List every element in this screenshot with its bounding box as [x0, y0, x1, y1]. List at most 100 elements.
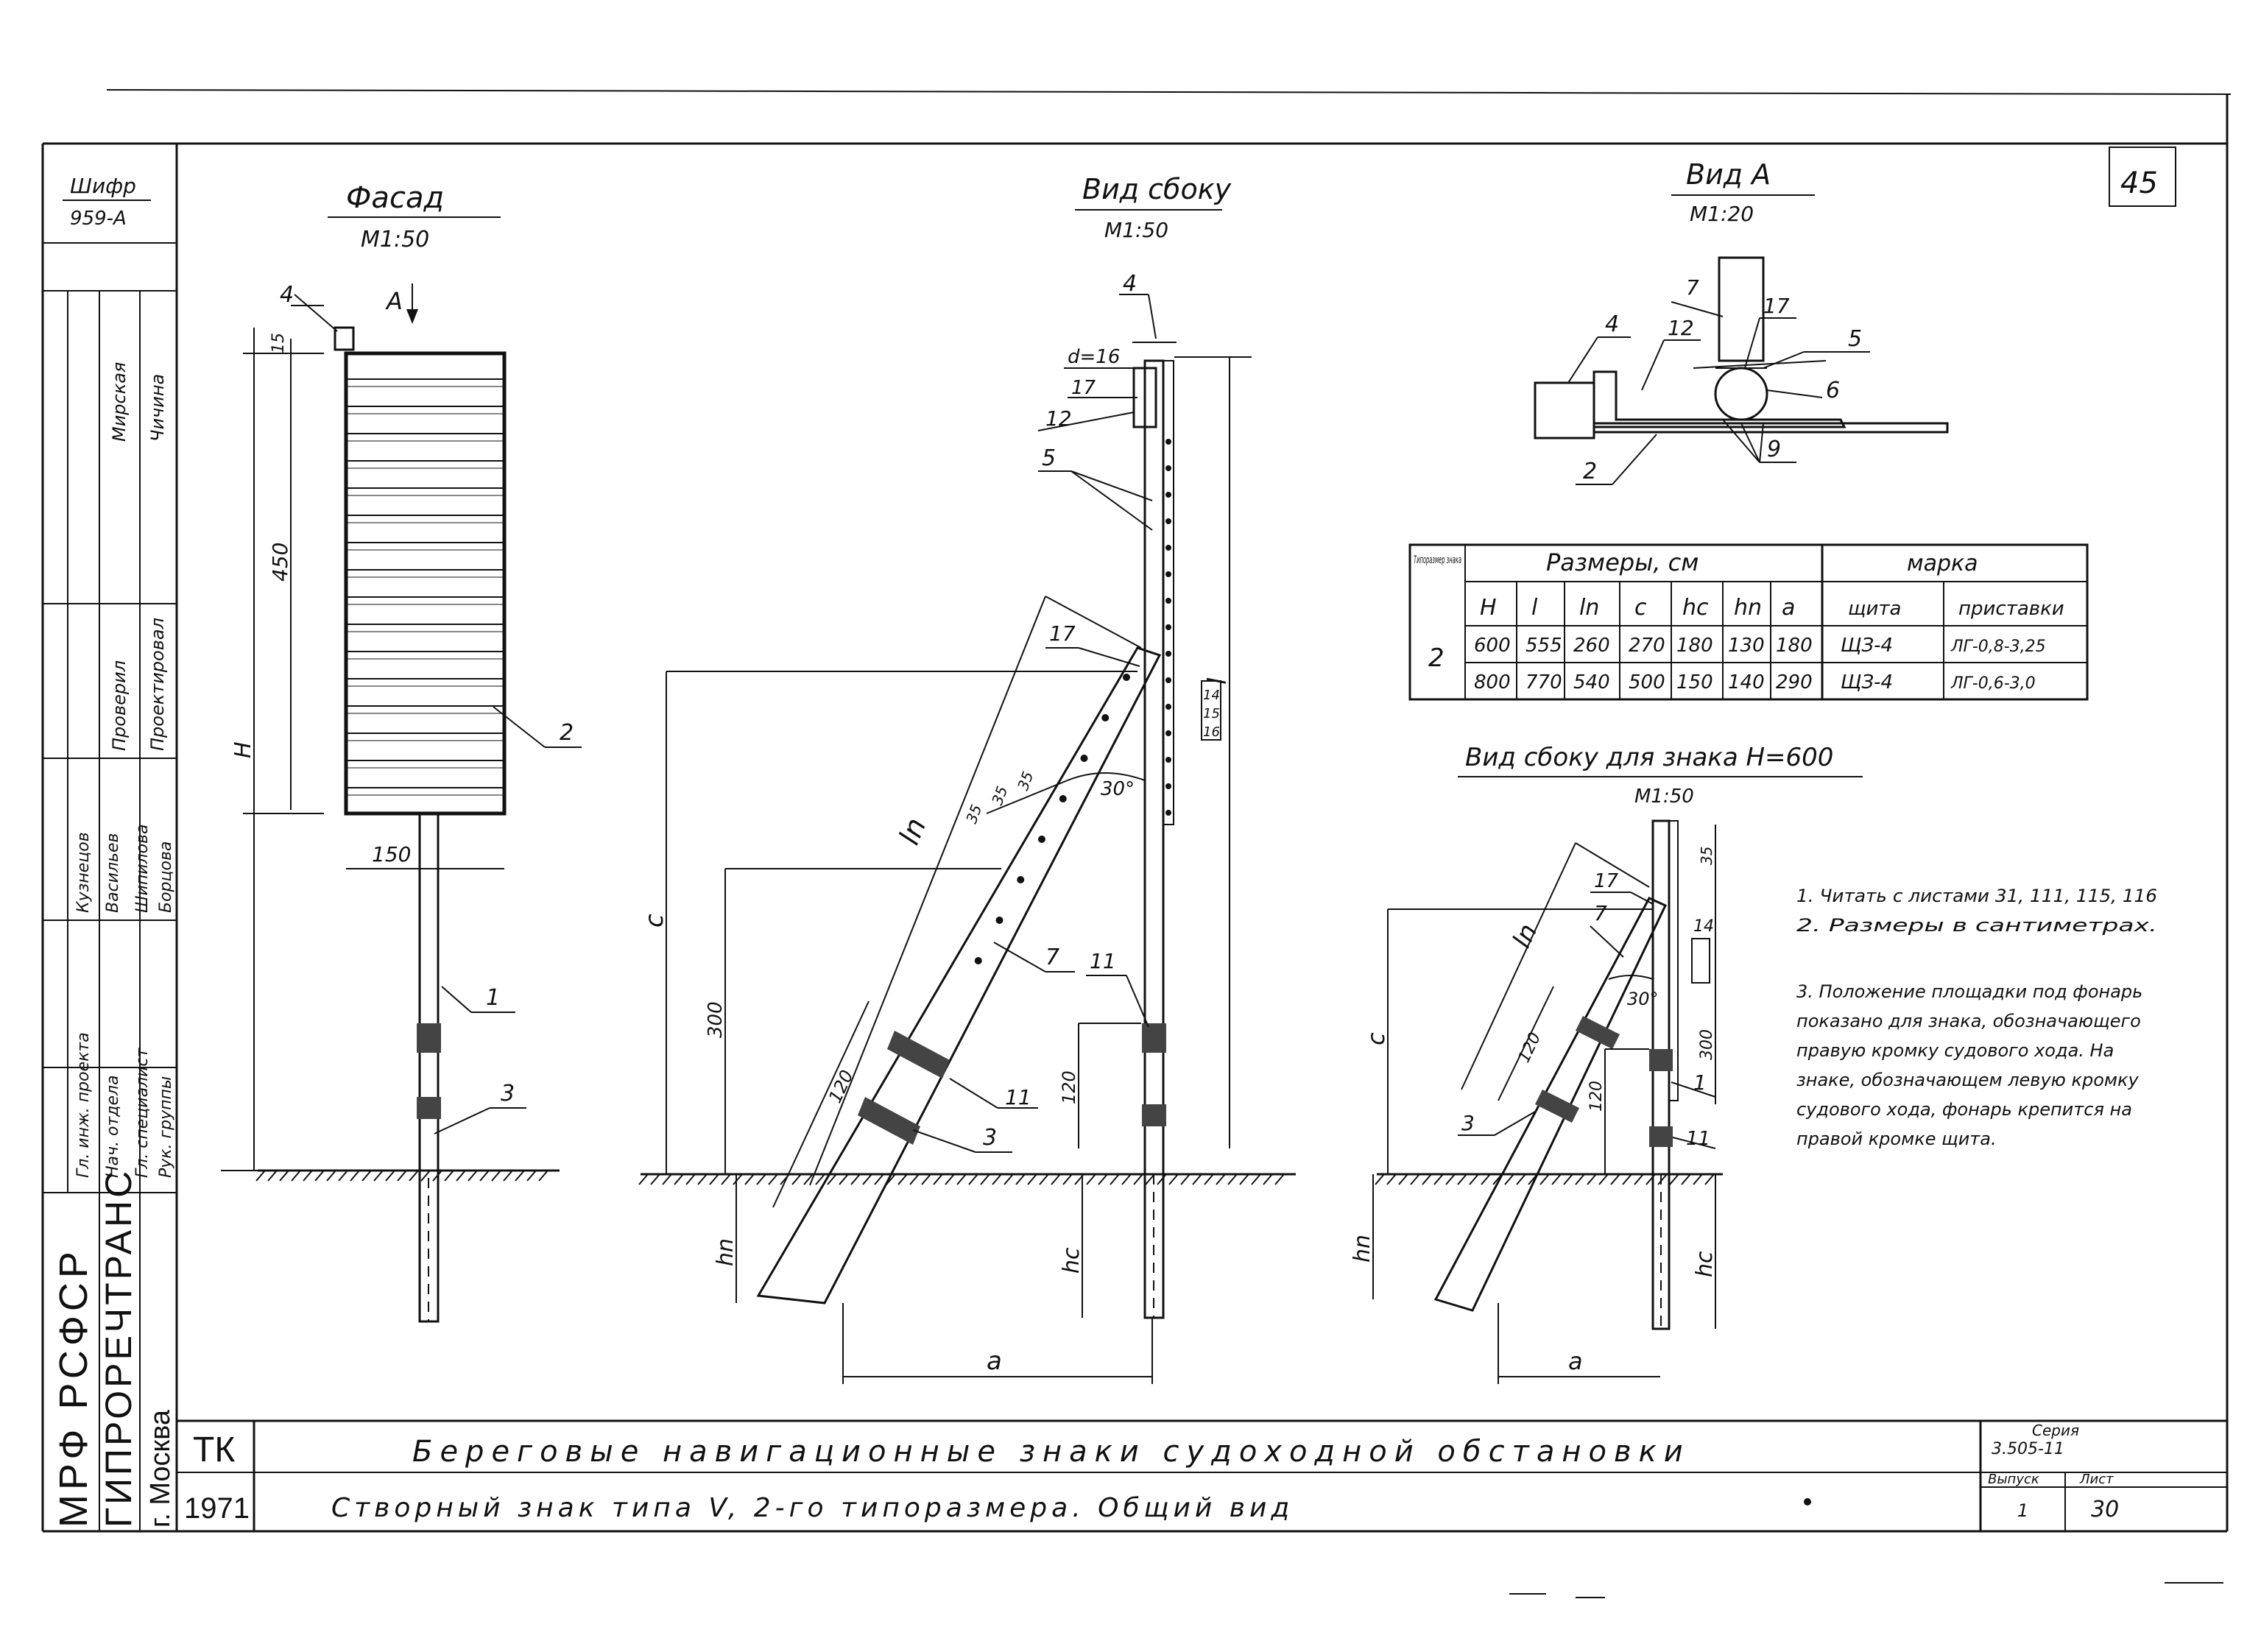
- block-year: 1971: [184, 1492, 250, 1525]
- table-col-mark-1: приставки: [1958, 598, 2064, 620]
- dim-ln: ln: [893, 813, 933, 850]
- org-line-3: г. Москва: [145, 1409, 176, 1528]
- sheet-frame: [41, 89, 2232, 1533]
- table-col-mark-0: щита: [1848, 598, 1901, 620]
- side-title: Вид сбоку: [1082, 173, 1232, 205]
- sig-role-2: Проектировал: [147, 618, 168, 751]
- dim-35c: 35: [1014, 769, 1037, 793]
- viewa-callout-12: 12: [1668, 316, 1694, 340]
- cipher-label: Шифр: [70, 174, 136, 198]
- facade-callout-4: 4: [280, 282, 294, 308]
- sig-role-3: Гл. инж. проекта: [74, 1032, 93, 1178]
- dim-450: 450: [268, 543, 292, 582]
- dim-120c: 120: [1515, 1030, 1545, 1066]
- org-line-2: ГИПРОРЕЧТРАНС: [98, 1168, 139, 1528]
- sig-name-2: Чичина: [147, 374, 168, 442]
- sheet-title-1: Береговые навигационные знаки судоходной…: [412, 1435, 1690, 1469]
- table-col-ln: ln: [1579, 595, 1599, 621]
- sig-name-4: Васильев: [104, 833, 122, 914]
- table-type-value: 2: [1428, 643, 1445, 673]
- facade-callout-1: 1: [486, 985, 500, 1011]
- sig-role-6: Рук. группы: [157, 1076, 175, 1178]
- viewa-callout-2: 2: [1583, 459, 1597, 484]
- dim-150: 150: [372, 842, 411, 866]
- side-callout-14: 14: [1203, 688, 1220, 703]
- table-cell-shield: ЩЗ-4: [1841, 635, 1893, 657]
- dim-c: c: [640, 914, 669, 928]
- table-col-a: a: [1782, 595, 1795, 621]
- series-label: Серия: [2032, 1422, 2079, 1439]
- side600-callout-1: 1: [1693, 1070, 1707, 1095]
- side600-callout-17: 17: [1594, 870, 1619, 892]
- table-head-type: Типоразмер знака: [1414, 554, 1461, 566]
- left-stamp: Шифр 959-А Проверил Мирская Проектировал…: [43, 174, 177, 1531]
- table-cell-shield: ЩЗ-4: [1841, 671, 1893, 693]
- table-head-mark: марка: [1907, 551, 1978, 576]
- dim-hc2: hc: [1692, 1251, 1718, 1277]
- dim-15: 15: [269, 333, 288, 353]
- cipher-value: 959-А: [70, 208, 127, 230]
- facade-view: Фасад М1:50 А 4 15 450 H 150 2: [221, 181, 582, 1323]
- dim-35: 35: [1698, 847, 1715, 865]
- facade-title: Фасад: [346, 181, 444, 215]
- table-cell-H: 600: [1474, 635, 1511, 657]
- sig-name-1: Мирская: [109, 362, 130, 442]
- dim-angle: 30°: [1101, 778, 1135, 800]
- dim-120d: 120: [1587, 1081, 1606, 1112]
- notes: 1. Читать с листами 31, 111, 115, 116 2.…: [1796, 886, 2157, 1149]
- facade-callout-2: 2: [560, 720, 574, 746]
- side600-callout-7: 7: [1594, 901, 1607, 925]
- side-callout-5: 5: [1042, 445, 1056, 471]
- viewa-callout-4: 4: [1605, 311, 1619, 337]
- table-cell-a: 290: [1776, 671, 1813, 693]
- table-col-c: c: [1634, 595, 1647, 621]
- note-2: 2. Размеры в сантиметрах.: [1796, 915, 2157, 936]
- side-callout-17b: 17: [1049, 621, 1076, 646]
- table-cell-ln: 540: [1573, 671, 1610, 693]
- side-scale: М1:50: [1104, 218, 1168, 242]
- table-col-H: H: [1480, 595, 1497, 621]
- table-col-hn: hn: [1734, 595, 1762, 621]
- dim-d16: d=16: [1068, 346, 1120, 368]
- table-head-sizes: Размеры, см: [1546, 548, 1699, 576]
- viewa-callout-9: 9: [1767, 437, 1781, 462]
- scan-marks: [1509, 1498, 2223, 1598]
- table-cell-l: 770: [1525, 671, 1562, 693]
- table-col-hc: hc: [1682, 595, 1709, 621]
- facade-callout-3: 3: [501, 1081, 515, 1106]
- org-line-1: МРФ РСФСР: [52, 1247, 96, 1528]
- side-callout-17: 17: [1071, 377, 1096, 399]
- viewa-callout-6: 6: [1826, 378, 1840, 403]
- viewa-scale: М1:20: [1690, 202, 1754, 226]
- dim-35a: 35: [962, 802, 985, 826]
- dim-300: 300: [705, 1001, 727, 1038]
- table-col-l: l: [1531, 595, 1538, 621]
- table-cell-H: 800: [1474, 671, 1511, 693]
- viewa-title: Вид А: [1686, 158, 1771, 191]
- side-callout-7: 7: [1045, 945, 1059, 970]
- dim-angle2: 30°: [1627, 989, 1659, 1009]
- side-callout-4: 4: [1123, 271, 1137, 297]
- viewa-callout-7: 7: [1686, 275, 1699, 300]
- issue-label: Выпуск: [1988, 1472, 2039, 1487]
- table-cell-c: 500: [1629, 671, 1665, 693]
- viewa-callout-5: 5: [1848, 326, 1862, 352]
- side600-callout-3: 3: [1461, 1111, 1475, 1135]
- sheet-label: Лист: [2079, 1472, 2114, 1487]
- sheet-title-2: Створный знак типа V, 2-го типоразмера. …: [331, 1493, 1294, 1523]
- sig-role-1: Проверил: [109, 660, 130, 751]
- table-cell-hc: 180: [1676, 635, 1713, 657]
- dim-c2: c: [1362, 1032, 1390, 1045]
- side-callout-11b: 11: [1005, 1085, 1031, 1109]
- dim-hc: hc: [1059, 1247, 1084, 1274]
- side600-scale: М1:50: [1634, 786, 1694, 808]
- table-cell-a: 180: [1776, 635, 1813, 657]
- viewa-callout-17: 17: [1763, 294, 1790, 318]
- title-block: ТК 1971 Береговые навигационные знаки су…: [177, 1419, 2227, 1531]
- dim-120a: 120: [825, 1067, 858, 1106]
- side600-callout-14: 14: [1693, 917, 1714, 936]
- side-callout-16: 16: [1203, 724, 1220, 740]
